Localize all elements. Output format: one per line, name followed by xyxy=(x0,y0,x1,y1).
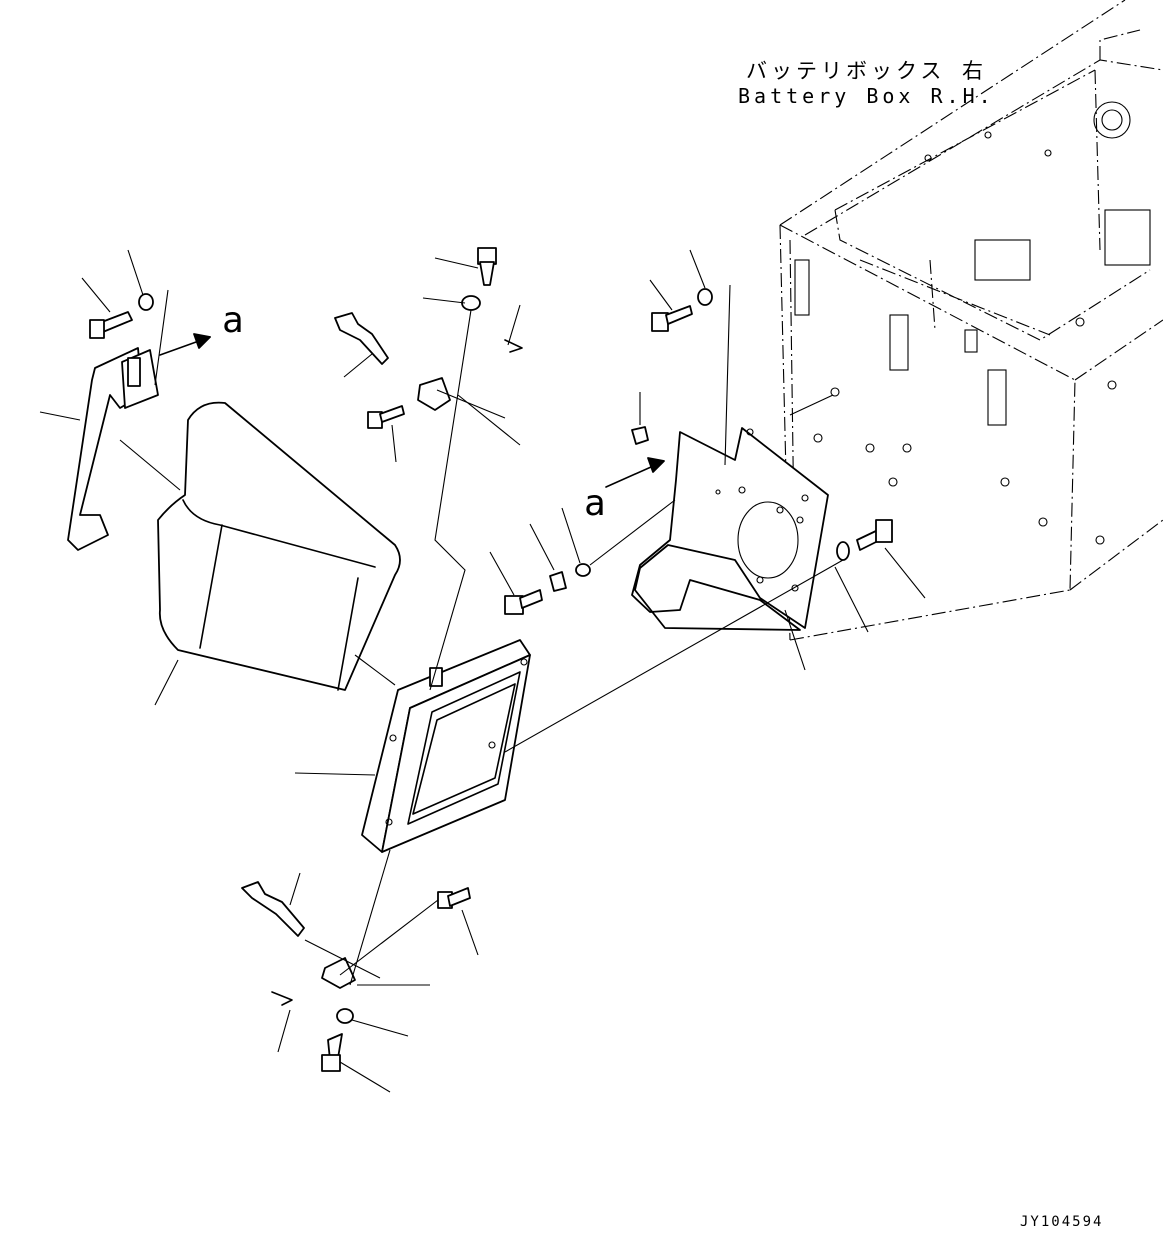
battery-cover xyxy=(157,401,401,691)
hardware xyxy=(89,247,893,1072)
view-ref-left: a xyxy=(222,300,244,341)
battery-box-label-en: Battery Box R.H. xyxy=(738,84,995,108)
leader-lines xyxy=(39,249,926,1093)
drawing-code: JY104594 xyxy=(1020,1214,1103,1230)
latch-plate xyxy=(67,347,159,551)
view-ref-center: a xyxy=(584,483,606,524)
battery-box-label-jp: バッテリボックス 右 xyxy=(746,59,987,83)
mounting-bracket xyxy=(631,427,829,631)
battery-box-rh xyxy=(779,0,1163,641)
cover-frame xyxy=(361,639,531,853)
